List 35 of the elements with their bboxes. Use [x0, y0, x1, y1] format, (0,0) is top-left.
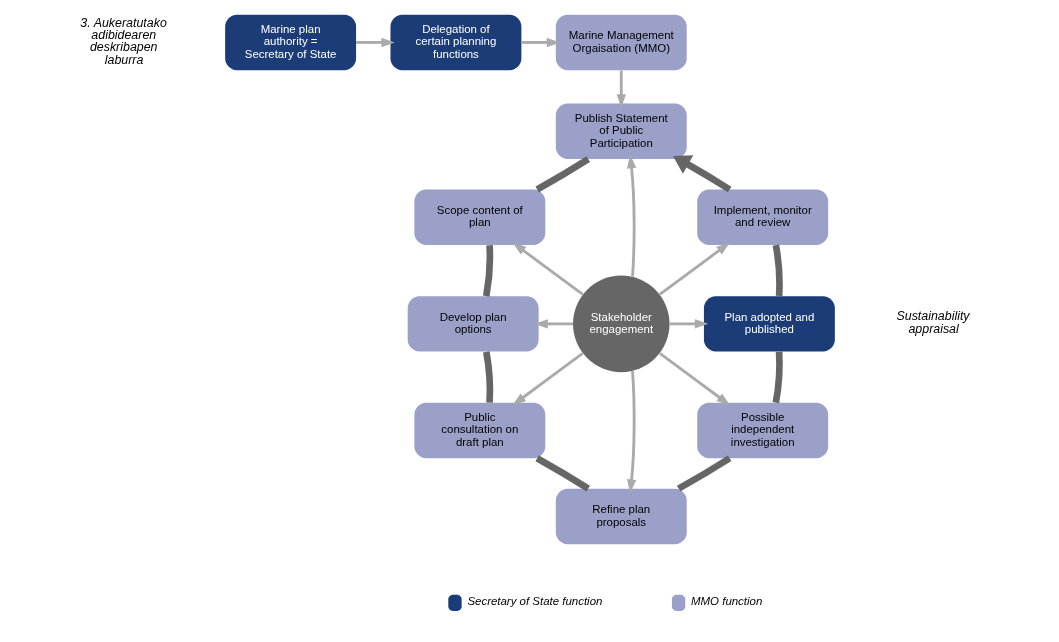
node-box: Scope content of plan: [413, 189, 545, 246]
node-box: Refine plan proposals: [555, 488, 687, 545]
arrow: [512, 352, 583, 406]
node-box: Develop plan options: [407, 296, 539, 352]
arrow: [616, 70, 626, 108]
node-box: Implement, monitor and review: [696, 189, 828, 246]
arrow: [521, 37, 560, 48]
node-box: Public consultation on draft plan: [413, 402, 545, 459]
node-box: Possible independent investigation: [696, 402, 828, 459]
arrow: [658, 352, 730, 406]
arrow: [533, 319, 573, 329]
arrow: [626, 154, 636, 277]
arrow: [658, 242, 730, 296]
legend-label: Secretary of State function: [466, 594, 602, 607]
connector: [535, 156, 590, 193]
node-circle: Stakeholder engagement: [572, 275, 669, 373]
legend-label: MMO function: [690, 594, 762, 607]
node-box: Marine plan authority = Secretary of State: [224, 14, 356, 71]
connector: [534, 455, 590, 492]
arrow: [669, 319, 708, 329]
node-box: Delegation of certain planning functions: [390, 14, 521, 71]
connector: [676, 455, 731, 492]
node-box: Plan adopted and published: [703, 296, 835, 352]
label: Sustainability appraisal: [895, 309, 970, 336]
connector: [772, 351, 783, 404]
arrow: [672, 155, 731, 193]
arrow: [355, 37, 395, 48]
node-box: Marine Management Orgaisation (MMO): [555, 14, 687, 71]
arrow: [626, 370, 636, 493]
connector: [482, 245, 493, 297]
connector: [482, 351, 493, 403]
arrow: [512, 242, 584, 296]
connector: [772, 244, 783, 297]
label: 3. Aukeratutako adibidearen deskribapen laburra: [79, 15, 167, 67]
node-box: Publish Statement of Public Participation: [555, 103, 687, 159]
